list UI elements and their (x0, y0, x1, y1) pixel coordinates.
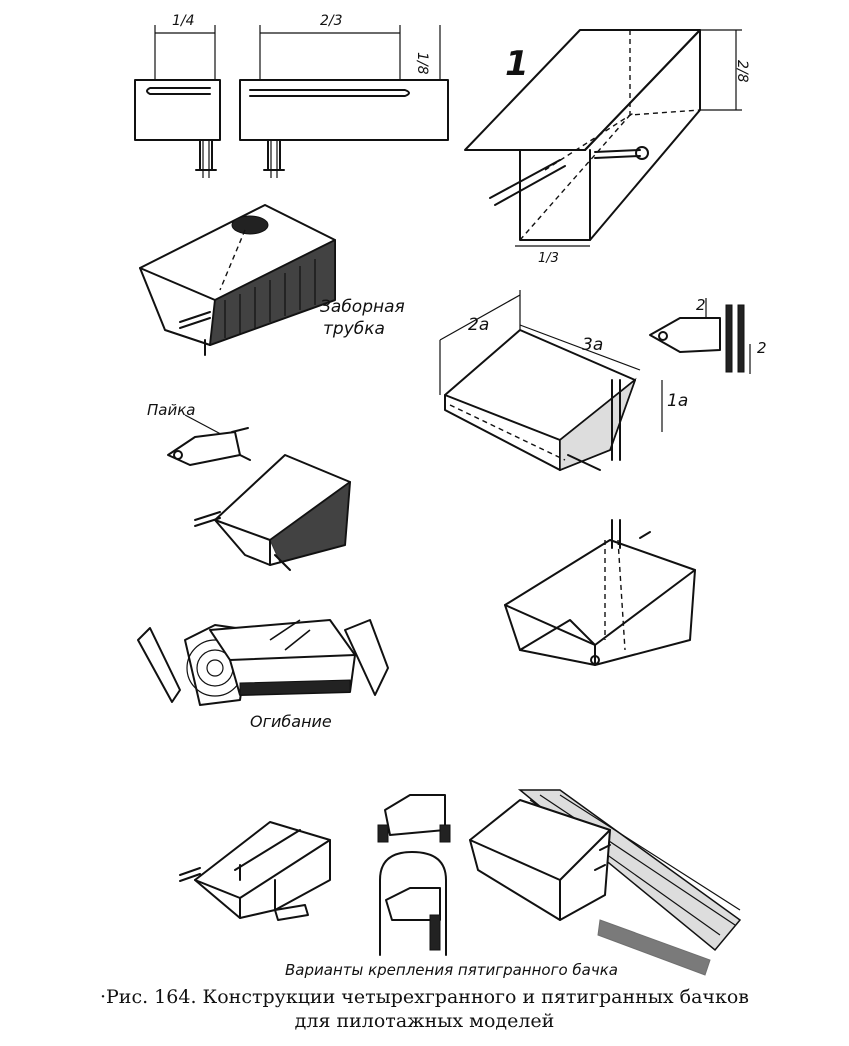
label-dim-1-3: 1/3 (538, 251, 559, 266)
variant-clamp-loop (379, 851, 447, 956)
solder-clip (167, 414, 251, 466)
tank-with-clip (194, 454, 351, 571)
label-mounting-variants: Варианты крепления пятигранного бачка (285, 961, 618, 979)
label-solder: Пайка (147, 401, 195, 419)
box-isometric (464, 29, 742, 247)
variant-box-chain (179, 821, 331, 921)
label-dim-1a: 1a (667, 391, 688, 411)
bracket-detail (649, 298, 751, 374)
pentagonal-tank (504, 519, 696, 666)
label-dim-2-8: 2/8 (734, 60, 750, 83)
caption-line-1: ·Рис. 164. Конструкции четырехгранного и… (99, 986, 750, 1008)
label-intake-tube-line1: Заборная (320, 297, 405, 317)
label-dim-1-8-top: 1/8 (414, 52, 430, 75)
label-dim-1-4: 1/4 (172, 13, 195, 29)
side-view-right (239, 25, 449, 178)
label-dim-2-upper: 2 (696, 296, 706, 314)
side-view-left (134, 25, 221, 178)
variant-wing-mount (469, 789, 742, 976)
tank-dimensions (439, 290, 663, 472)
label-dim-2-3: 2/3 (320, 13, 343, 29)
variant-clamp-small (377, 794, 451, 843)
label-dim-3a: 3a (582, 335, 603, 355)
label-dim-2-lower: 2 (757, 339, 767, 357)
label-intake-tube-line2: трубка (323, 319, 385, 339)
tank-intake-tube (139, 204, 336, 356)
label-marker-1: 1 (505, 44, 529, 84)
label-dim-2a: 2a (468, 315, 489, 335)
label-bending: Огибание (250, 712, 332, 731)
bending-illustration (137, 619, 389, 706)
caption-line-2: для пилотажных моделей (294, 1010, 555, 1032)
